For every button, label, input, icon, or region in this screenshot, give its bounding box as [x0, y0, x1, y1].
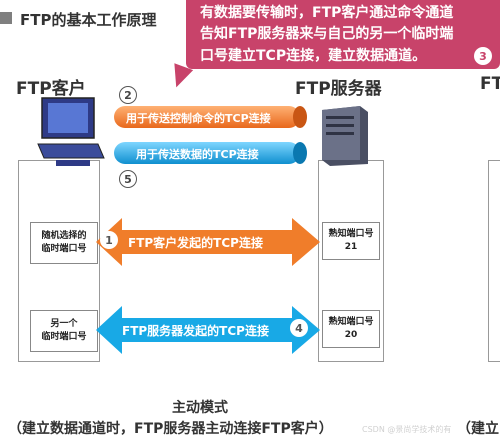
step-badge-4: 4 [290, 319, 308, 337]
mode-note-cut: （建立 [457, 421, 499, 437]
server-tower-icon [322, 106, 368, 166]
server-port-21-box: 熟知端口号 21 [322, 222, 380, 260]
callout-line-1: 有数据要传输时，FTP客户通过命令通道 [200, 5, 454, 21]
client-title: FTP客户 [16, 79, 86, 99]
client-computer-icon [37, 97, 105, 166]
callout-line-2: 告知FTP服务器来与自己的另一个临时端 [200, 26, 454, 42]
server-initiated-arrow [96, 306, 320, 354]
step-badge-2: 2 [119, 86, 137, 104]
mode-caption: 主动模式 [172, 400, 228, 416]
step-badge-5: 5 [119, 170, 137, 188]
server-port-20-box: 熟知端口号 20 [322, 310, 380, 348]
server-initiated-label: FTP服务器发起的TCP连接 [122, 324, 269, 338]
header-bullet [0, 12, 12, 24]
callout-line-3: 口号建立TCP连接，建立数据通道。 [200, 48, 427, 64]
step-badge-1: 1 [100, 231, 118, 249]
client-random-port-label: 随机选择的 临时端口号 [41, 231, 87, 254]
page-title: FTP的基本工作原理 [20, 11, 157, 29]
client-random-port-box: 随机选择的 临时端口号 [30, 222, 98, 264]
pipes-graphic [114, 106, 307, 164]
client-other-port-label: 另一个 临时端口号 [41, 319, 87, 342]
server-title: FTP服务器 [295, 79, 382, 99]
mode-note: （建立数据通道时，FTP服务器主动连接FTP客户） [8, 421, 333, 437]
right-cut-title: FT [480, 74, 500, 94]
client-other-port-box: 另一个 临时端口号 [30, 310, 98, 352]
watermark: CSDN @景尚学技术的有 [362, 425, 452, 434]
step-badge-3: 3 [474, 47, 492, 65]
callout-box [186, 0, 500, 69]
control-pipe-label: 用于传送控制命令的TCP连接 [126, 112, 271, 125]
right-cut-column [488, 160, 500, 362]
client-initiated-label: FTP客户发起的TCP连接 [128, 236, 263, 250]
client-initiated-arrow [96, 218, 320, 266]
server-port-20-label: 熟知端口号 20 [328, 317, 374, 340]
data-pipe-label: 用于传送数据的TCP连接 [136, 148, 259, 161]
server-port-21-label: 熟知端口号 21 [328, 229, 374, 252]
